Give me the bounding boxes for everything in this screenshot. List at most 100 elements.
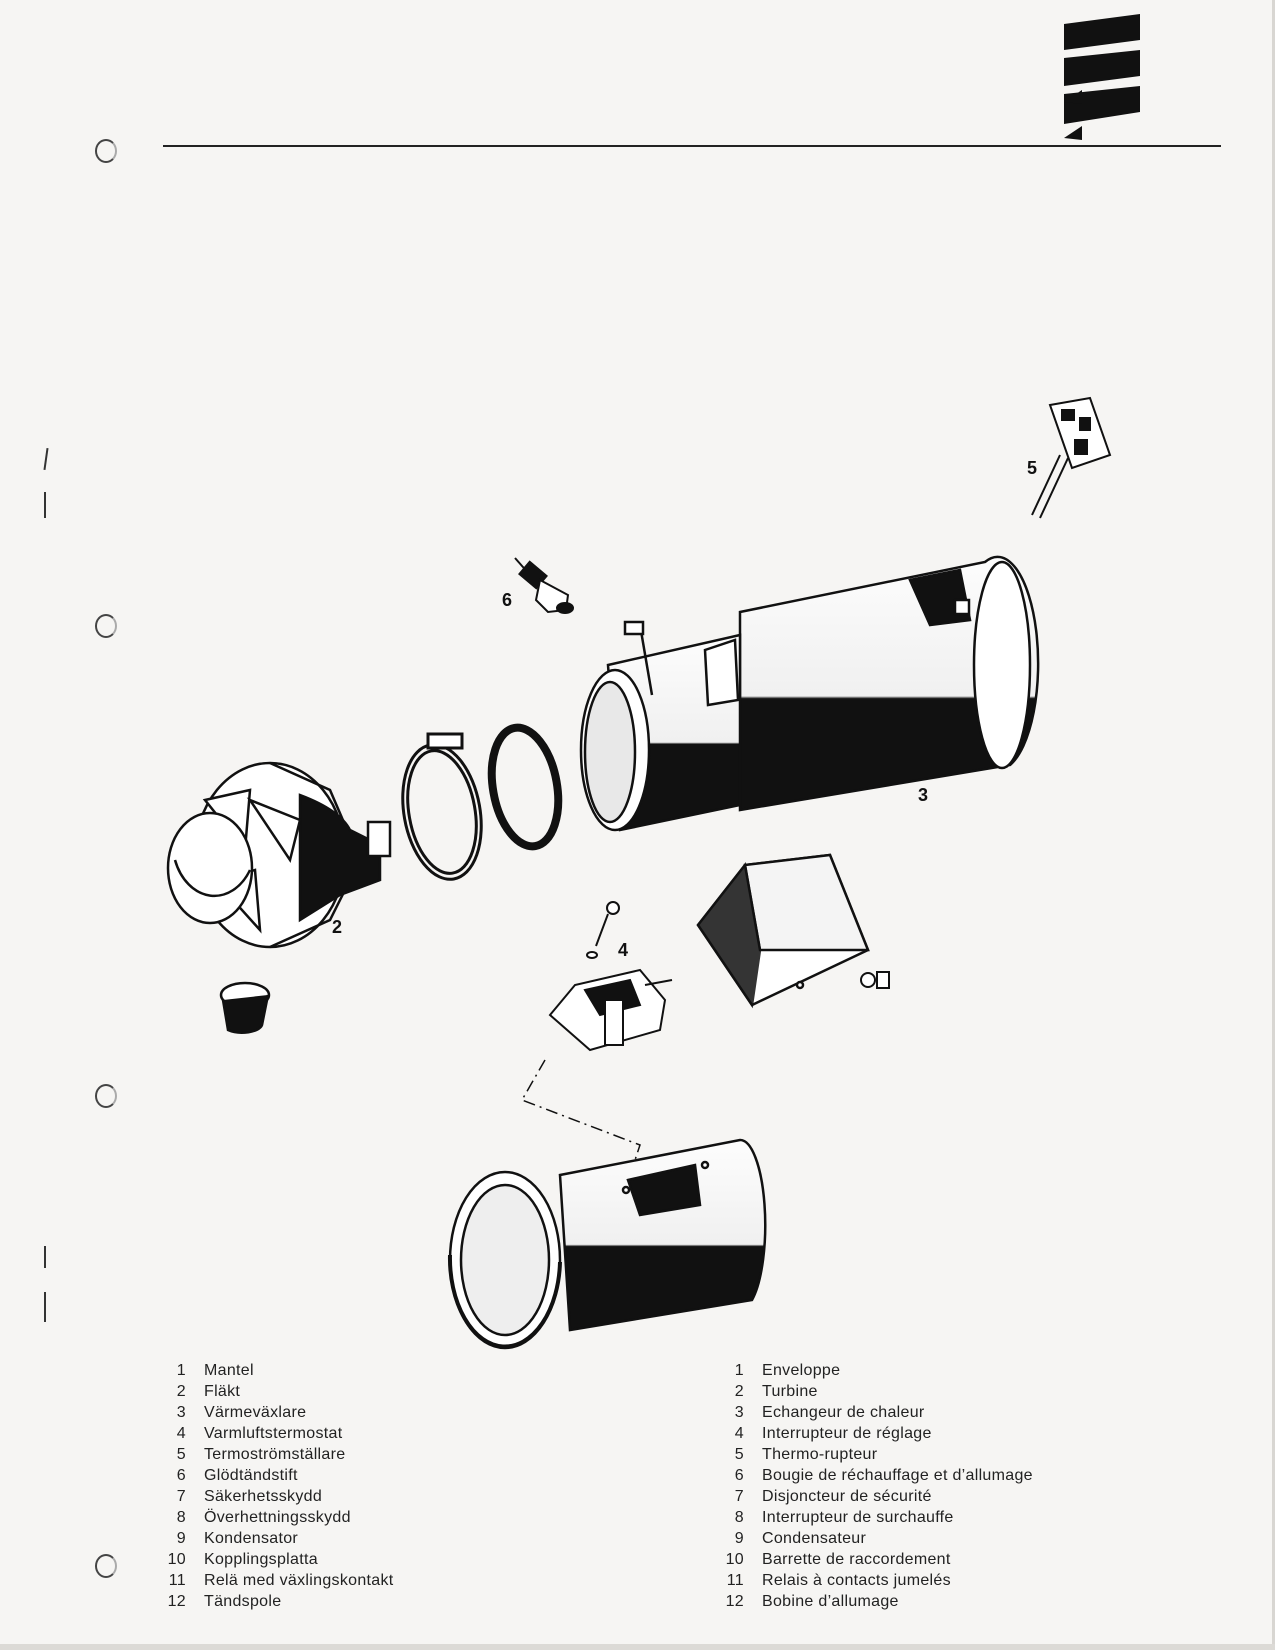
legend-item-label: Turbine: [762, 1383, 818, 1400]
part-o-ring: [487, 723, 563, 851]
legend-item-number: 7: [176, 1488, 186, 1505]
legend-item-label: Säkerhetsskydd: [204, 1488, 323, 1505]
scan-mark: [44, 1292, 46, 1322]
legend-item: 10 Kopplingsplatta: [160, 1549, 394, 1570]
scan-mark: [44, 1246, 46, 1268]
legend-item: 9 Condensateur: [718, 1528, 1033, 1549]
legend-item-label: Echangeur de chaleur: [762, 1404, 925, 1421]
legend-item-number: 6: [176, 1467, 186, 1484]
legend-item: 5 Termoströmställare: [160, 1444, 394, 1465]
part-cover-plate: [696, 853, 870, 1009]
legend-item-label: Tändspole: [204, 1593, 282, 1610]
legend-item: 6 Glödtändstift: [160, 1465, 394, 1486]
punch-hole: [95, 139, 117, 163]
legend-item-number: 1: [734, 1362, 744, 1379]
part-sleeve: [219, 981, 271, 1034]
legend-item-number: 5: [734, 1446, 744, 1463]
legend-item-number: 6: [734, 1467, 744, 1484]
legend-item: 3 Echangeur de chaleur: [718, 1402, 1033, 1423]
legend-item-label: Kondensator: [204, 1530, 299, 1547]
legend-item-label: Interrupteur de réglage: [762, 1425, 932, 1442]
assembly-line: [520, 1059, 641, 1176]
legend-item-label: Bougie de réchauffage et d’allumage: [762, 1467, 1033, 1484]
legend-item-label: Disjoncteur de sécurité: [762, 1488, 932, 1505]
legend-item: 1 Mantel: [160, 1360, 394, 1381]
legend-item: 6 Bougie de réchauffage et d’allumage: [718, 1465, 1033, 1486]
callout-2: 2: [332, 917, 343, 937]
legend-item-number: 12: [167, 1593, 186, 1610]
part-thermo-switch: [1031, 396, 1112, 519]
punch-hole: [95, 1084, 117, 1108]
part-hose-clamp: [401, 732, 483, 881]
legend-item-number: 8: [734, 1509, 744, 1526]
legend-french: 1 Enveloppe 2 Turbine 3 Echangeur de chaleur 4…: [718, 1360, 1033, 1612]
legend-item-label: Värmeväxlare: [204, 1404, 307, 1421]
legend-item-label: Mantel: [204, 1362, 254, 1379]
legend-item-label: Barrette de raccordement: [762, 1551, 951, 1568]
legend-item: 2 Turbine: [718, 1381, 1033, 1402]
legend-item-number: 3: [176, 1404, 186, 1421]
legend-item-label: Termoströmställare: [204, 1446, 346, 1463]
legend-item: 7 Disjoncteur de sécurité: [718, 1486, 1033, 1507]
legend-item: 12 Bobine d’allumage: [718, 1591, 1033, 1612]
callout-4: 4: [618, 940, 629, 960]
part-fan: [166, 761, 392, 949]
legend-item: 12 Tändspole: [160, 1591, 394, 1612]
legend-item-label: Enveloppe: [762, 1362, 841, 1379]
legend-item-label: Fläkt: [204, 1383, 241, 1400]
scan-mark: [44, 492, 46, 518]
legend-item-number: 10: [167, 1551, 186, 1568]
legend-item-number: 9: [176, 1530, 186, 1547]
legend-item-number: 4: [176, 1425, 186, 1442]
legend-item-number: 7: [734, 1488, 744, 1505]
legend-item-number: 10: [725, 1551, 744, 1568]
legend-item-number: 2: [734, 1383, 744, 1400]
legend-item: 8 Interrupteur de surchauffe: [718, 1507, 1033, 1528]
brand-logo: [1064, 14, 1140, 140]
part-casing: [447, 1138, 767, 1350]
legend-item-label: Varmluftstermostat: [204, 1425, 343, 1442]
legend-item: 9 Kondensator: [160, 1528, 394, 1549]
legend-item-label: Interrupteur de surchauffe: [762, 1509, 954, 1526]
legend-item-number: 1: [176, 1362, 186, 1379]
legend-item: 2 Fläkt: [160, 1381, 394, 1402]
legend-item-number: 11: [726, 1572, 744, 1589]
legend-item: 4 Varmluftstermostat: [160, 1423, 394, 1444]
page-edge-bottom: [0, 1644, 1275, 1650]
part-heat-exchanger: [579, 555, 1040, 832]
punch-hole: [95, 1554, 117, 1578]
legend-item-label: Kopplingsplatta: [204, 1551, 318, 1568]
legend-item-number: 11: [168, 1572, 186, 1589]
legend-item-number: 3: [734, 1404, 744, 1421]
part-glow-plug: [514, 557, 574, 614]
legend-item: 8 Överhettningsskydd: [160, 1507, 394, 1528]
legend-item-label: Thermo-rupteur: [762, 1446, 878, 1463]
legend-item-number: 12: [725, 1593, 744, 1610]
legend-item-label: Relä med växlingskontakt: [204, 1572, 394, 1589]
header-rule: [163, 145, 1221, 147]
callout-3: 3: [918, 785, 929, 805]
part-thermostat: [548, 901, 673, 1052]
legend-item-number: 2: [176, 1383, 186, 1400]
punch-hole: [95, 614, 117, 638]
legend-item: 5 Thermo-rupteur: [718, 1444, 1033, 1465]
legend-item-number: 9: [734, 1530, 744, 1547]
legend-item-label: Condensateur: [762, 1530, 867, 1547]
page-edge: [1272, 0, 1275, 1650]
legend-item-label: Överhettningsskydd: [204, 1509, 351, 1526]
callout-5: 5: [1027, 458, 1038, 478]
legend-item: 1 Enveloppe: [718, 1360, 1033, 1381]
legend-item: 7 Säkerhetsskydd: [160, 1486, 394, 1507]
part-screw: [860, 971, 890, 989]
legend-item: 3 Värmeväxlare: [160, 1402, 394, 1423]
legend-item-label: Bobine d’allumage: [762, 1593, 899, 1610]
callout-6: 6: [502, 590, 513, 610]
legend-item-label: Glödtändstift: [204, 1467, 298, 1484]
legend-item-number: 5: [176, 1446, 186, 1463]
legend-item-number: 8: [176, 1509, 186, 1526]
legend-swedish: 1 Mantel 2 Fläkt 3 Värmeväxlare 4 Varmluftsterm…: [160, 1360, 394, 1612]
legend-item: 11 Relä med växlingskontakt: [160, 1570, 394, 1591]
